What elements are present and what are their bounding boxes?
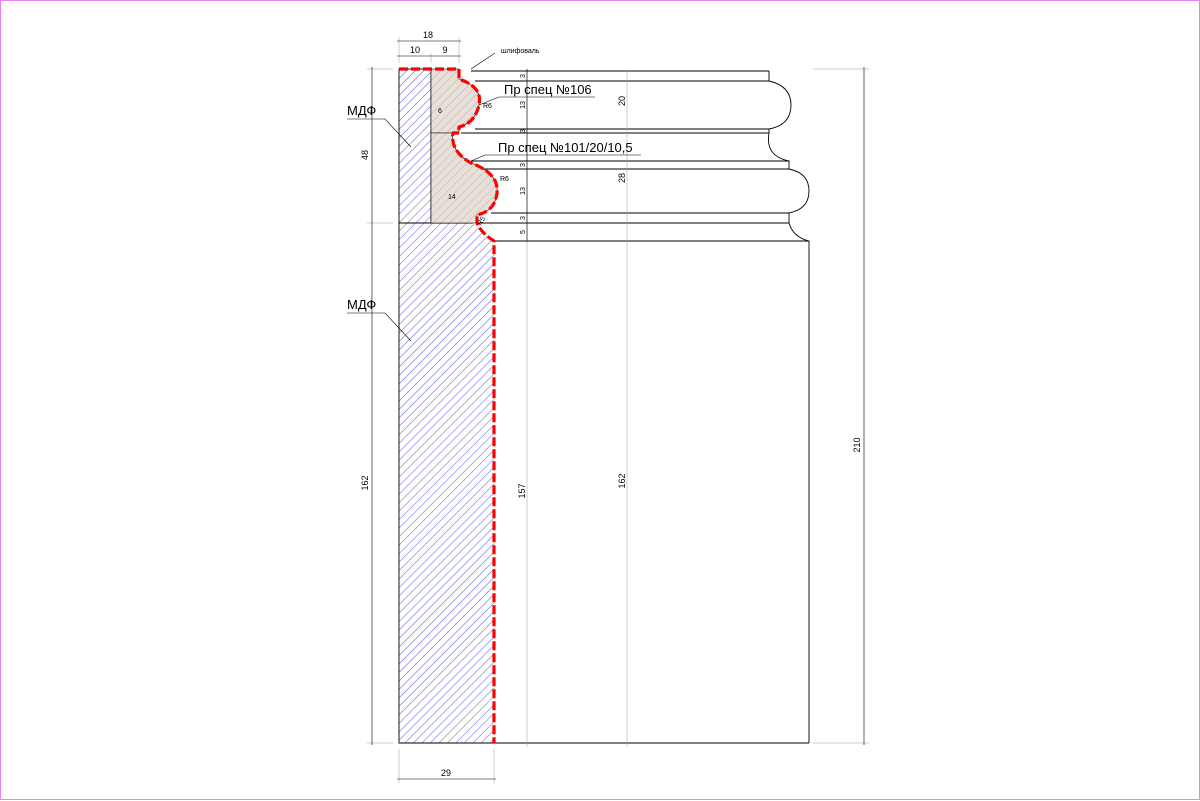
profile-101-section [430,132,498,224]
profile-106-section [430,68,480,134]
dim-inner-14: 14 [448,194,456,201]
dim-gap-1: 3 [520,74,527,78]
dim-left-lower: 162 [360,475,370,490]
dim-bead-1: 13 [520,101,527,109]
label-profile-101: Пр спец №101/20/10,5 [498,140,633,155]
dim-radius-1: R6 [483,103,492,110]
sanded-edge-line [399,67,499,743]
sanding-note: шлифоваль [501,48,540,55]
dimension-lines [367,37,869,783]
label-mdf-top: МДФ [347,103,376,118]
dim-base-step: 5 [520,230,527,234]
dim-gap-4: 3 [520,216,527,220]
dim-bead-2: 13 [520,187,527,195]
dim-face-height: 162 [617,473,627,488]
dim-bottom-width: 29 [441,768,451,778]
dim-radius-3: R5 [477,216,488,227]
dim-top-total: 18 [423,30,433,40]
label-mdf-bottom: МДФ [347,297,376,312]
dim-top-right: 9 [442,45,447,55]
dim-inner-6: 6 [438,108,442,115]
elevation-view [461,69,810,747]
dim-inner-height: 157 [517,483,527,498]
dim-gap-2: 3 [520,129,527,133]
dim-lower-profile: 28 [617,173,627,183]
dim-upper-profile: 20 [617,96,627,106]
dim-right-total: 210 [852,437,862,452]
leader-lines [347,52,641,342]
dim-radius-2: R6 [500,176,509,183]
dim-gap-3: 3 [520,163,527,167]
dim-top-left: 10 [410,45,420,55]
label-profile-106: Пр спец №106 [504,82,592,97]
dim-left-upper: 48 [360,150,370,160]
